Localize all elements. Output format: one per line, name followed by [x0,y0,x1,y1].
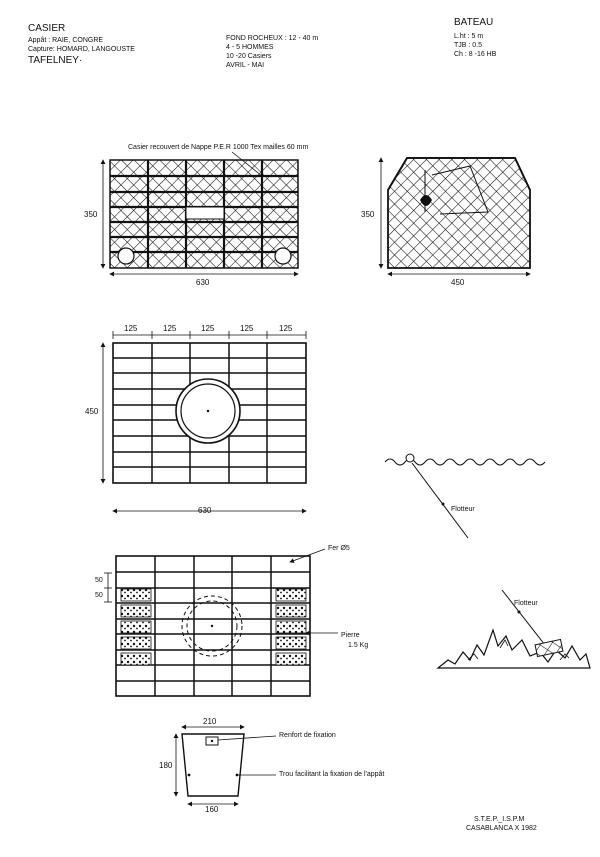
float-buoy-icon [405,453,415,463]
stone-icon [274,247,292,265]
front-height-dim: 350 [84,210,98,219]
bait-icon [420,195,432,206]
top-col-dim-3: 125 [201,324,215,333]
bait-bottom-dim: 160 [205,805,219,814]
top-col-dim-1: 125 [124,324,138,333]
top-height-dim: 450 [85,407,99,416]
iron-label: Fer Ø5 [328,545,350,552]
bait-holder [173,724,277,807]
bottom-row-dim-1: 50 [95,577,103,584]
bottom-row-dim-2: 50 [95,592,103,599]
side-width-dim: 450 [451,278,465,287]
catch-text: Capture: HOMARD, LANGOUSTE [28,46,135,53]
pot-icon [534,638,564,658]
stones-right [275,588,307,666]
top-col-dim-4: 125 [240,324,254,333]
float-label-2: Flotteur [514,600,538,607]
ground-text: FOND ROCHEUX : 12 - 40 m [226,35,319,42]
stone-icon [117,247,135,265]
bottom-view [104,548,338,697]
place-text: TAFELNEY· [28,55,83,66]
bait-top-dim: 210 [203,717,217,726]
stones-left [120,588,152,666]
reinforce-label: Renfort de fixation [279,732,336,739]
side-height-dim: 350 [361,210,375,219]
bait-height-dim: 180 [159,761,173,770]
front-view [100,151,299,277]
top-width-dim: 630 [198,506,212,515]
footer-place-date: CASABLANCA X 1982 [466,825,537,832]
stone-label: Pierre [341,632,360,639]
boat-power: Ch : 8 -16 HB [454,51,497,58]
float-diagram [384,453,546,539]
front-width-dim: 630 [196,278,210,287]
stone-weight-label: 1.5 Kg [348,642,369,649]
season-text: AVRIL - MAI [226,62,265,69]
rope-line [501,589,546,646]
top-col-dim-2: 125 [163,324,177,333]
seabed-diagram [436,589,591,669]
pots-count-text: 10 -20 Casiers [226,53,272,60]
crew-text: 4 - 5 HOMMES [226,44,274,51]
rocks-icon [436,628,591,669]
rope-line [411,462,469,539]
side-view [378,157,531,277]
top-view [100,331,307,514]
net-label: Casier recouvert de Nappe P.E.R 1000 Tex… [128,144,309,151]
hole-label: Trou facilitant la fixation de l'appât [279,771,385,778]
bait-text: Appât : RAIE, CONGRE [28,37,104,44]
boat-title: BATEAU [454,17,494,28]
footer-org: S.T.E.P._I.S.P.M [474,816,525,823]
boat-length: L.ht : 5 m [454,33,484,40]
float-label-1: Flotteur [451,506,475,513]
boat-tjb: TJB : 0.5 [454,42,483,49]
drawing-title: CASIER [28,23,66,34]
top-col-dim-5: 125 [279,324,293,333]
